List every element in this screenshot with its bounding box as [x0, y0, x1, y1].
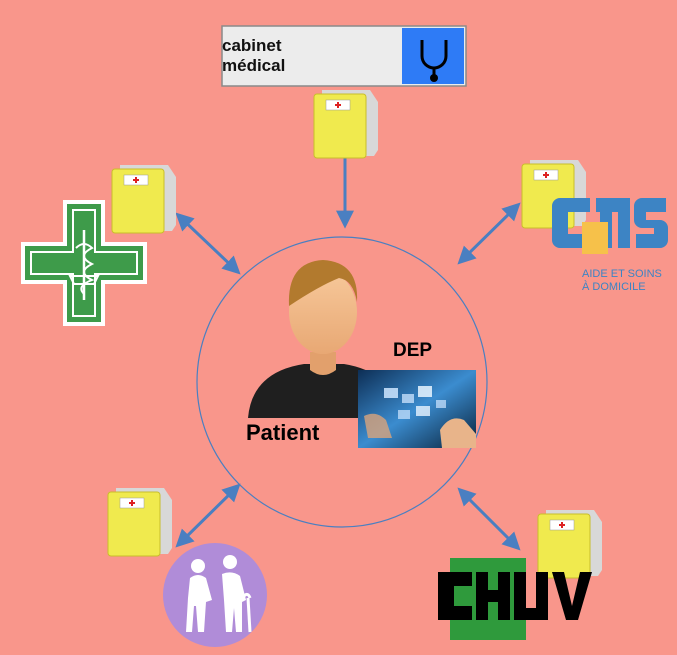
cabinet-medical-text: cabinet médical — [222, 36, 286, 75]
medical-folder-icon — [111, 165, 176, 234]
arrow-elderly-care — [175, 483, 241, 548]
medical-folder-icon — [107, 488, 172, 557]
cabinet-medical-node — [221, 25, 467, 87]
cms-subtitle: AIDE ET SOINS À DOMICILE — [582, 268, 662, 294]
elderly-couple-icon — [163, 543, 267, 647]
medical-folder-icon — [313, 90, 378, 159]
cms-subtitle-line1: AIDE ET SOINS — [582, 268, 662, 280]
patient-circle — [196, 236, 488, 528]
digital-records-icon — [358, 370, 476, 448]
cabinet-medical-label: cabinet médical — [222, 26, 402, 86]
patient-label: Patient — [246, 420, 320, 445]
dep-label: DEP — [393, 340, 433, 361]
cms-subtitle-line2: À DOMICILE — [582, 281, 646, 293]
arrow-pharmacy — [175, 212, 241, 275]
cms-logo-icon — [552, 198, 668, 254]
chuv-logo-icon — [438, 558, 592, 640]
pharmacy-cross-icon — [21, 200, 147, 326]
arrow-chuv — [457, 487, 521, 551]
arrow-cms — [457, 202, 521, 265]
connection-arrows — [175, 138, 521, 551]
medical-folder-icon — [537, 510, 602, 579]
